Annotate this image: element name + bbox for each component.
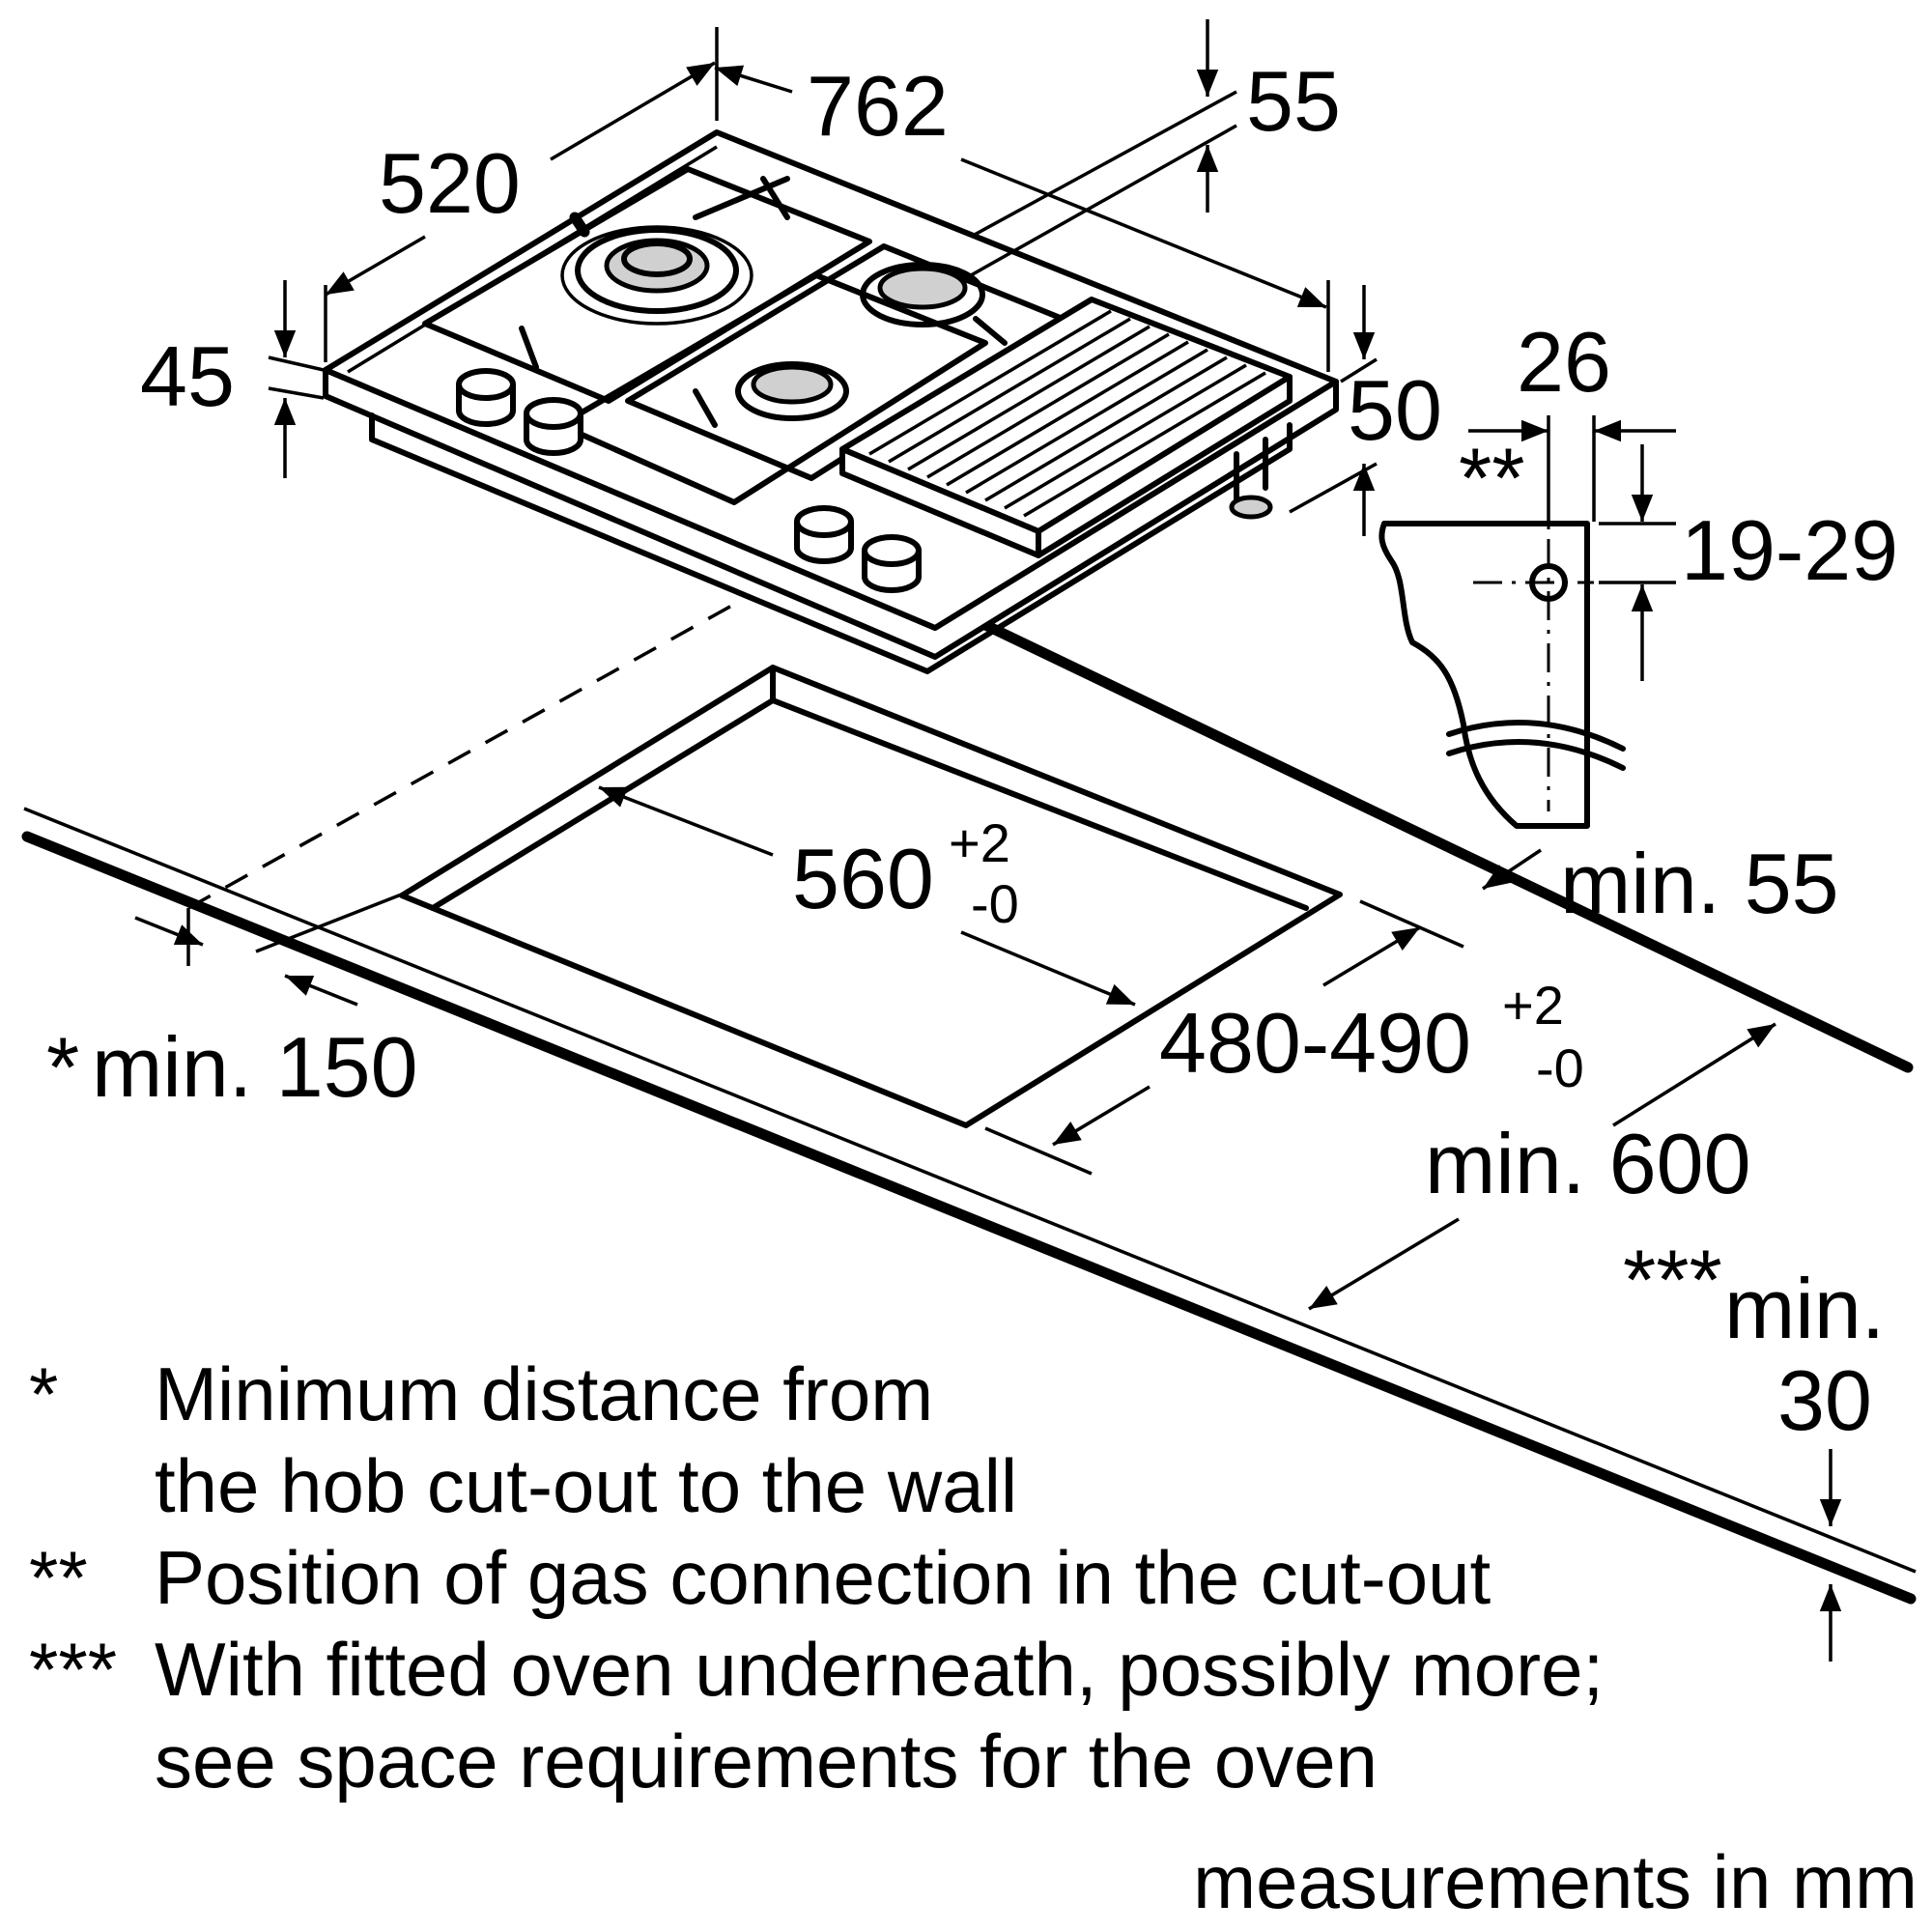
footnotes: * Minimum distance from the hob cut-out … [29, 1351, 1918, 1924]
dim-cutout-depth: 480-490 [1159, 995, 1471, 1091]
dim-height: 45 [140, 328, 235, 424]
dimension-lines [134, 19, 1842, 1662]
note-3-line-2: see space requirements for the oven [155, 1719, 1378, 1804]
note-3-marker: *** [29, 1627, 117, 1712]
knob-1 [456, 368, 516, 427]
gas-connection-detail [1378, 415, 1676, 829]
dim-side-min: min. 150 [92, 1019, 418, 1115]
units-caption: measurements in mm [1193, 1839, 1918, 1924]
note-1-line-2: the hob cut-out to the wall [155, 1443, 1017, 1528]
dim-worktop-prefix: *** [1623, 1232, 1722, 1327]
note-2-marker: ** [29, 1535, 88, 1620]
knob-4 [862, 534, 922, 593]
dim-worktop-value: 30 [1777, 1352, 1872, 1448]
worktop [21, 597, 1917, 1605]
dim-width: 762 [807, 58, 949, 154]
dim-cutout-width-tol-minus: -0 [971, 873, 1019, 934]
note-2-line-1: Position of gas connection in the cut-ou… [155, 1535, 1492, 1620]
burner-small [735, 361, 849, 421]
gas-hob [323, 129, 1339, 674]
dimension-labels: 762 520 45 55 50 26 ** 19-29 560 +2 -0 4… [46, 53, 1898, 1448]
burner-large [560, 225, 753, 326]
dim-connection-offset: 26 [1517, 314, 1611, 410]
dim-worktop-label: min. [1724, 1261, 1885, 1356]
note-1-line-1: Minimum distance from [155, 1351, 933, 1436]
dim-cutout-depth-tol-minus: -0 [1536, 1037, 1584, 1098]
dim-cutout-width: 560 [792, 831, 934, 926]
burner-medium [860, 262, 985, 327]
dim-side-marker: * [46, 1019, 79, 1115]
dim-right-offset: 50 [1348, 362, 1442, 458]
dim-connection-height: 19-29 [1681, 502, 1898, 598]
dim-front-min: min. 600 [1425, 1116, 1751, 1211]
dim-rear-min: min. 55 [1560, 836, 1839, 931]
dim-top-offset: 55 [1246, 53, 1341, 149]
dim-connection-marker: ** [1459, 430, 1525, 526]
control-knobs [456, 368, 922, 593]
note-1-marker: * [29, 1351, 58, 1436]
knob-3 [794, 505, 854, 564]
grill-plate [839, 297, 1293, 558]
dim-depth: 520 [379, 135, 521, 231]
dim-cutout-width-tol-plus: +2 [949, 812, 1010, 873]
dim-cutout-depth-tol-plus: +2 [1502, 975, 1564, 1036]
note-3-line-1: With fitted oven underneath, possibly mo… [155, 1627, 1604, 1712]
knob-2 [524, 397, 583, 456]
